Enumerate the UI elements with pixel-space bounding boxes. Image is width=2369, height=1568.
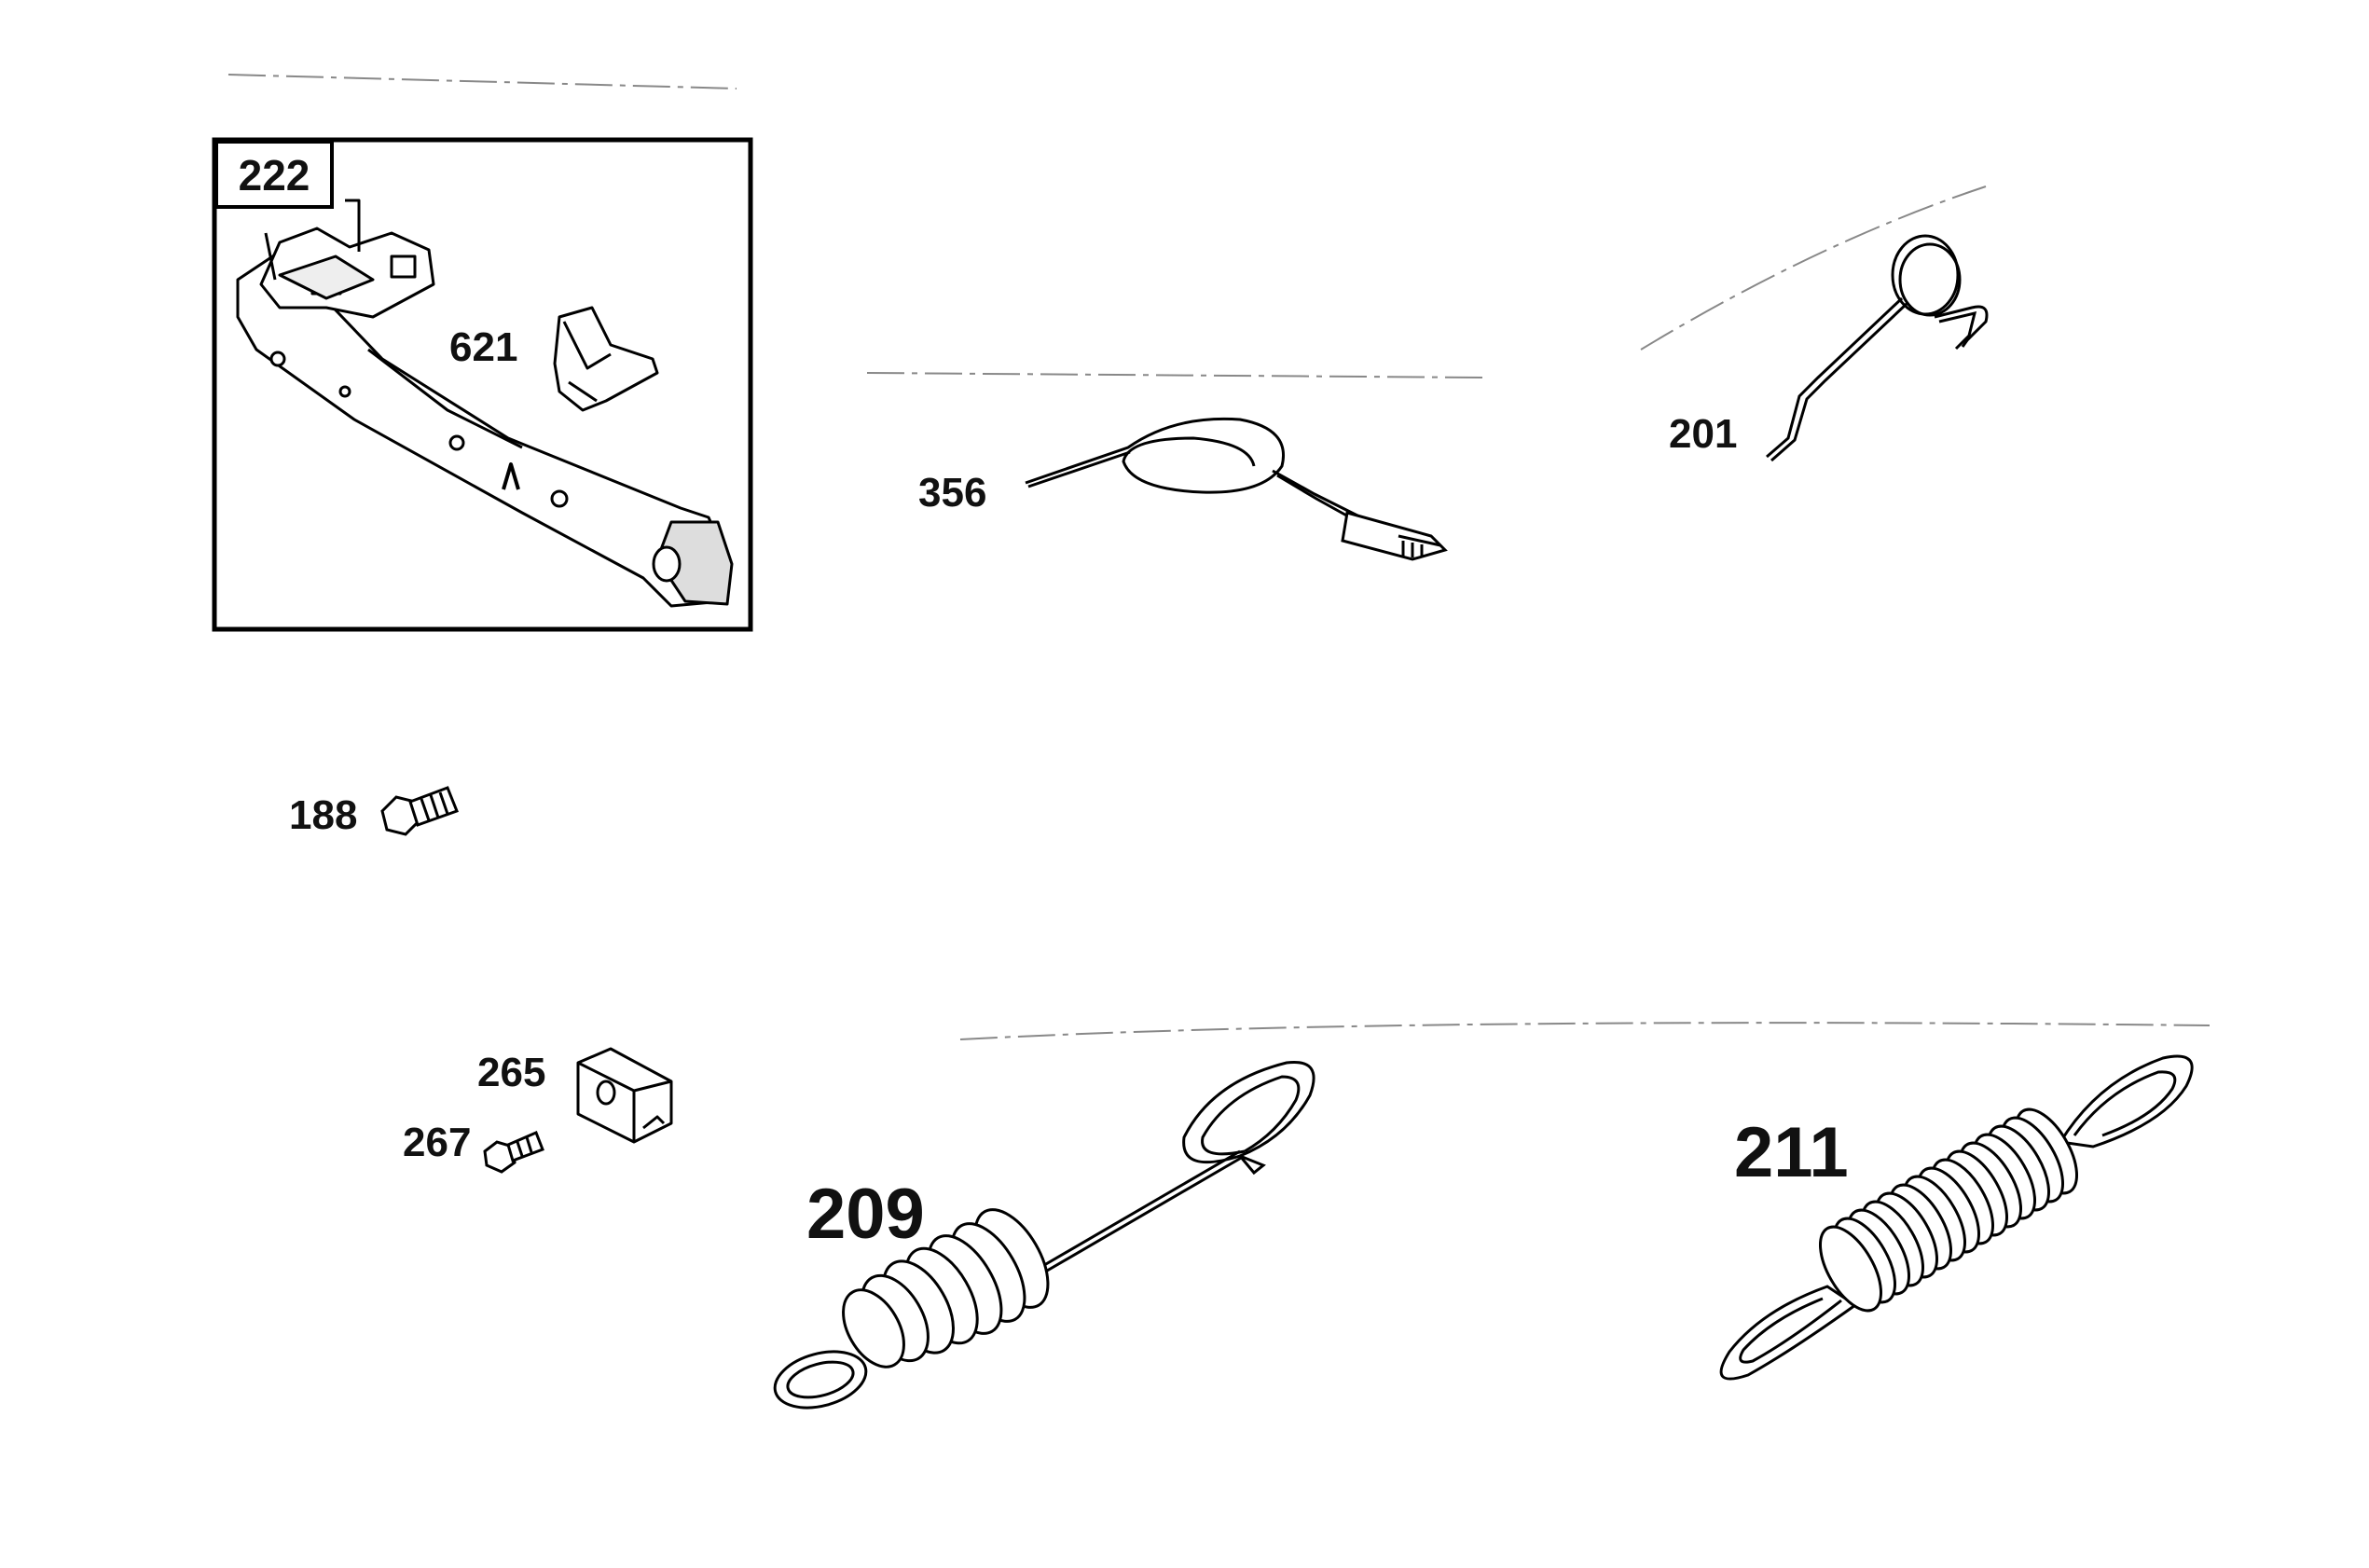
part-356-wire: 356	[918, 417, 1448, 561]
part-188-label: 188	[289, 792, 357, 838]
part-265-label: 265	[477, 1050, 545, 1095]
clip-icon	[553, 306, 659, 412]
hex-bolt-icon	[380, 786, 459, 836]
coil-body	[1818, 1107, 2079, 1313]
part-222-label-box	[214, 140, 334, 209]
part-267-screw: 267	[403, 1120, 544, 1174]
screw-icon	[483, 1131, 544, 1174]
part-222-assembly: 222 621	[212, 137, 753, 632]
coil-body	[842, 1208, 1050, 1369]
part-211-spring: 211	[1719, 1054, 2194, 1381]
part-188-bolt: 188	[289, 786, 459, 838]
extension-spring-icon	[1719, 1054, 2194, 1381]
wire-icon	[1025, 417, 1448, 561]
torsion-spring-icon	[1766, 234, 1989, 462]
part-222-frame	[212, 137, 753, 632]
part-265-clamp: 265	[477, 1047, 673, 1144]
part-201-spring: 201	[1669, 234, 1989, 462]
part-209-spring: 209	[773, 1060, 1315, 1410]
part-201-label: 201	[1669, 411, 1737, 457]
control-bracket-icon	[236, 199, 734, 608]
part-356-label: 356	[918, 470, 986, 516]
part-621-label: 621	[449, 324, 517, 370]
part-222-label: 222	[239, 151, 310, 199]
clamp-block-icon	[576, 1047, 673, 1144]
extension-spring-rod-icon	[773, 1060, 1315, 1410]
part-209-label: 209	[806, 1175, 925, 1254]
part-211-label: 211	[1734, 1113, 1849, 1192]
scan-artifacts	[227, 74, 2211, 1040]
part-267-label: 267	[403, 1120, 471, 1165]
